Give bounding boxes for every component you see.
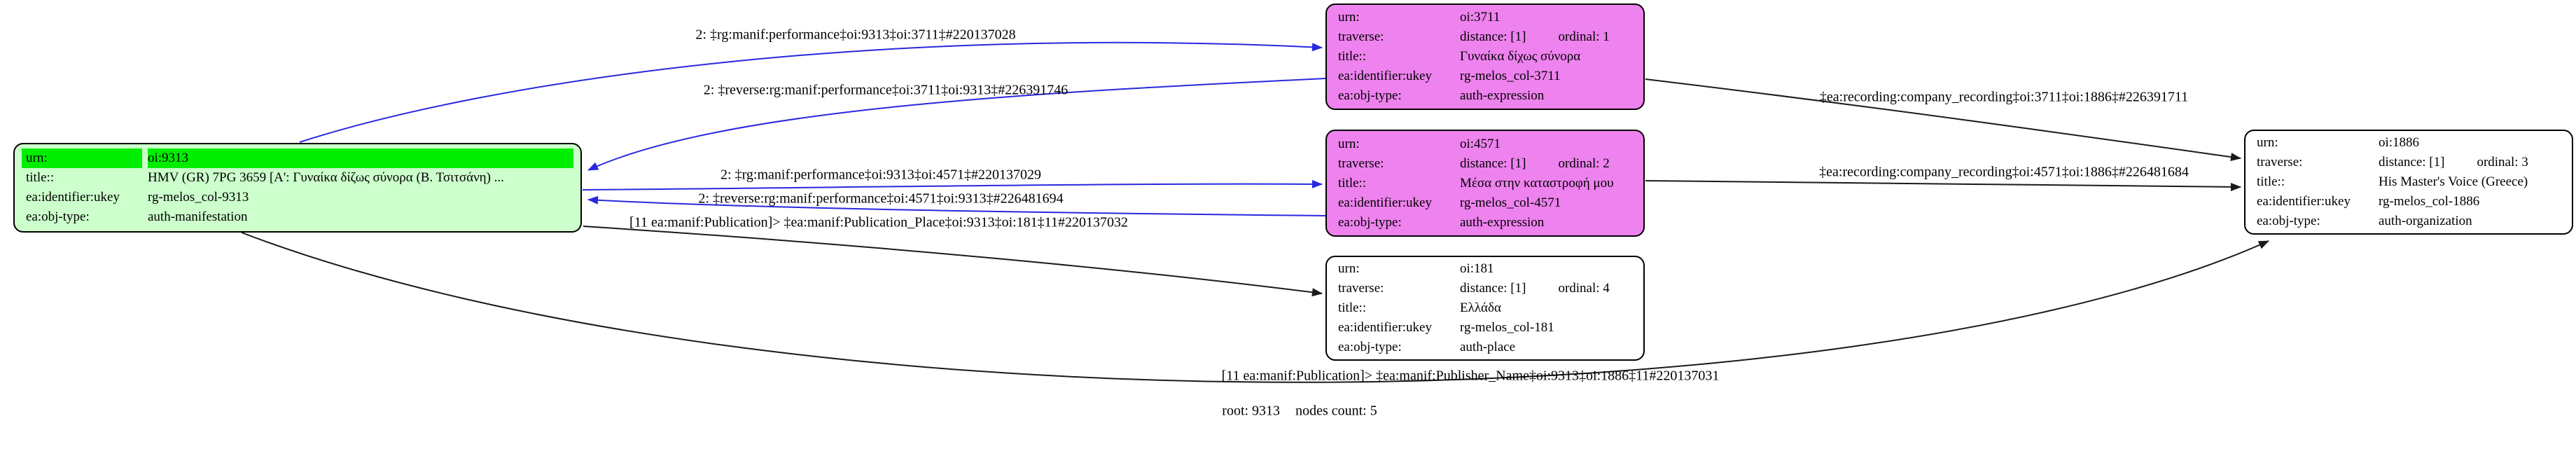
field-label: ea:obj-type: [1338, 88, 1402, 103]
node-row-identifier: ea:identifier:ukey rg-melos_col-1886 [2253, 192, 2565, 212]
node-row-objtype: ea:obj-type: auth-manifestation [22, 207, 573, 227]
field-label: ea:identifier:ukey [1338, 195, 1432, 210]
edge-publication-place-9313-181 [583, 226, 1323, 297]
edge-performance-9313-4571 [582, 179, 1323, 191]
node-row-identifier: ea:identifier:ukey rg-melos_col-9313 [22, 188, 573, 207]
field-value: oi:3711 [1460, 10, 1501, 25]
node-row-objtype: ea:obj-type: auth-place [1334, 338, 1636, 357]
node-oi-4571[interactable]: urn: oi:4571 traverse: distance: [1]ordi… [1325, 130, 1645, 237]
field-label: title:: [1338, 301, 1367, 315]
node-row-identifier: ea:identifier:ukey rg-melos_col-181 [1334, 318, 1636, 338]
node-row-traverse: traverse: distance: [1]ordinal: 4 [1334, 279, 1636, 298]
edge-reverse-performance-4571-9313 [587, 195, 1326, 216]
node-oi-181[interactable]: urn: oi:181 traverse: distance: [1]ordin… [1325, 256, 1645, 361]
field-label: ea:identifier:ukey [1338, 69, 1432, 83]
edge-label-company-recording-4571: ‡ea:recording:company_recording‡oi:4571‡… [1819, 164, 2189, 180]
field-label: urn: [1338, 136, 1360, 151]
edge-label-publisher-name: [11 ea:manif:Publication]> ‡ea:manif:Pub… [1221, 368, 1720, 384]
field-value: oi:181 [1460, 261, 1494, 276]
root-summary: root: 9313 nodes count: 5 [1222, 403, 1377, 420]
edge-company-recording-4571-1886 [1645, 180, 2241, 191]
edge-reverse-performance-3711-9313 [587, 78, 1326, 171]
field-value: auth-organization [2379, 214, 2472, 228]
node-row-identifier: ea:identifier:ukey rg-melos_col-4571 [1334, 193, 1636, 213]
node-oi-9313[interactable]: urn: oi:9313 title:: HMV (GR) 7PG 3659 [… [13, 143, 582, 233]
field-label: ea:obj-type: [2257, 214, 2320, 228]
field-value: distance: [1]ordinal: 4 [1460, 281, 1610, 296]
field-value: rg-melos_col-1886 [2379, 194, 2480, 209]
field-value: rg-melos_col-3711 [1460, 69, 1561, 83]
root-summary-root: root: 9313 [1222, 403, 1281, 419]
field-value: distance: [1]ordinal: 1 [1460, 29, 1610, 44]
field-label: title:: [1338, 175, 1367, 191]
field-value: HMV (GR) 7PG 3659 [A': Γυναίκα δίζως σύν… [148, 170, 504, 185]
node-row-objtype: ea:obj-type: auth-expression [1334, 213, 1636, 233]
field-value: auth-expression [1460, 88, 1545, 103]
node-row-urn: urn: oi:4571 [1334, 134, 1636, 154]
node-row-title: title:: HMV (GR) 7PG 3659 [A': Γυναίκα δ… [22, 168, 573, 188]
edge-label-company-recording-3711: ‡ea:recording:company_recording‡oi:3711‡… [1819, 89, 2189, 105]
field-label: ea:obj-type: [26, 209, 90, 224]
field-value: Ελλάδα [1460, 301, 1501, 315]
field-label: ea:identifier:ukey [2257, 194, 2351, 209]
node-row-traverse: traverse: distance: [1]ordinal: 2 [1334, 154, 1636, 174]
edge-label-publication-place: [11 ea:manif:Publication]> ‡ea:manif:Pub… [629, 214, 1128, 230]
field-value: Γυναίκα δίχως σύνορα [1460, 49, 1581, 64]
edge-label-performance-4571: 2: ‡rg:manif:performance‡oi:9313‡oi:4571… [720, 167, 1041, 183]
edge-label-reverse-performance-3711: 2: ‡reverse:rg:manif:performance‡oi:3711… [703, 82, 1068, 98]
field-label: traverse: [2257, 155, 2303, 170]
node-row-title: title:: Γυναίκα δίχως σύνορα [1334, 47, 1636, 67]
node-oi-1886[interactable]: urn: oi:1886 traverse: distance: [1]ordi… [2244, 130, 2573, 235]
node-row-traverse: traverse: distance: [1]ordinal: 1 [1334, 27, 1636, 47]
edge-label-performance-3711: 2: ‡rg:manif:performance‡oi:9313‡oi:3711… [695, 27, 1016, 43]
field-value: oi:9313 [148, 148, 573, 168]
field-label: traverse: [1338, 156, 1384, 171]
node-row-title: title:: Μέσα στην καταστροφή μου [1334, 174, 1636, 193]
field-label: title:: [2257, 174, 2285, 189]
node-row-urn: urn: oi:1886 [2253, 133, 2565, 153]
field-value: oi:4571 [1460, 136, 1501, 151]
field-label: urn: [1338, 10, 1360, 25]
field-value: rg-melos_col-4571 [1460, 195, 1561, 210]
edge-publisher-name-9313-1886 [241, 232, 2269, 383]
field-value: Μέσα στην καταστροφή μου [1460, 175, 1614, 191]
node-row-identifier: ea:identifier:ukey rg-melos_col-3711 [1334, 67, 1636, 86]
root-summary-count: nodes count: 5 [1295, 403, 1377, 419]
node-row-urn: urn: oi:181 [1334, 259, 1636, 279]
field-value: auth-expression [1460, 214, 1545, 230]
field-value: auth-place [1460, 340, 1516, 354]
field-value: auth-manifestation [148, 209, 248, 224]
field-label: title:: [26, 170, 55, 185]
field-label: ea:obj-type: [1338, 340, 1402, 354]
field-value: rg-melos_col-181 [1460, 320, 1554, 335]
node-row-title: title:: Ελλάδα [1334, 298, 1636, 318]
node-oi-3711[interactable]: urn: oi:3711 traverse: distance: [1]ordi… [1325, 4, 1645, 110]
edge-label-reverse-performance-4571: 2: ‡reverse:rg:manif:performance‡oi:4571… [698, 191, 1064, 207]
field-label: ea:identifier:ukey [26, 190, 120, 205]
field-value: rg-melos_col-9313 [148, 190, 249, 205]
field-label: title:: [1338, 49, 1367, 64]
node-row-objtype: ea:obj-type: auth-organization [2253, 212, 2565, 231]
field-label: traverse: [1338, 281, 1384, 296]
field-value: oi:1886 [2379, 135, 2420, 150]
field-label: traverse: [1338, 29, 1384, 44]
field-value: His Master's Voice (Greece) [2379, 174, 2528, 189]
field-label: ea:obj-type: [1338, 214, 1402, 230]
field-label: ea:identifier:ukey [1338, 320, 1432, 335]
node-row-objtype: ea:obj-type: auth-expression [1334, 86, 1636, 106]
node-row-urn: urn: oi:9313 [22, 148, 573, 168]
field-value: distance: [1]ordinal: 2 [1460, 156, 1610, 171]
field-label: urn: [22, 148, 142, 168]
edge-performance-9313-3711 [299, 41, 1323, 143]
field-label: urn: [1338, 261, 1360, 276]
field-label: urn: [2257, 135, 2278, 150]
field-value: distance: [1]ordinal: 3 [2379, 155, 2528, 170]
node-row-urn: urn: oi:3711 [1334, 8, 1636, 27]
node-row-traverse: traverse: distance: [1]ordinal: 3 [2253, 153, 2565, 172]
edge-company-recording-3711-1886 [1645, 78, 2241, 161]
node-row-title: title:: His Master's Voice (Greece) [2253, 172, 2565, 192]
